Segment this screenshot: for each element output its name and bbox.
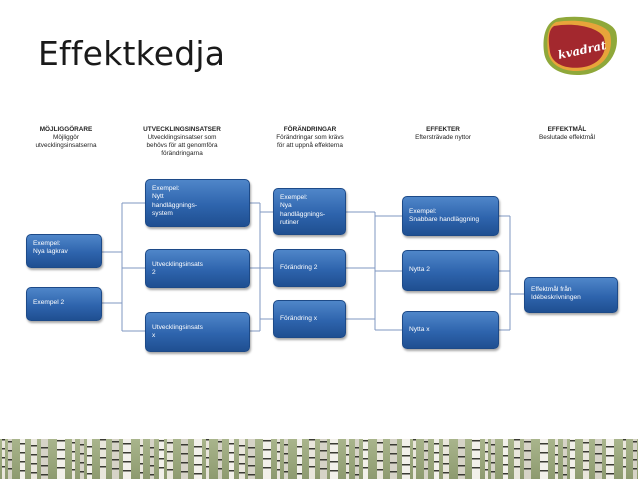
- box-label: Exempel:: [33, 240, 61, 247]
- column-description: Förändringar som krävs: [276, 134, 344, 141]
- enabler-box-new-laws: Exempel: Nya lagkrav: [26, 234, 102, 268]
- development-box-new-system: Exempel: Nytt handläggnings- system: [145, 179, 250, 227]
- box-label: Snabbare handläggning: [409, 216, 480, 224]
- column-heading: UTVECKLINGSINSATSER: [143, 126, 221, 133]
- box-label: Nya lagkrav: [33, 248, 68, 256]
- box-label: Utvecklingsinsats: [152, 324, 203, 331]
- change-box-new-routines: Exempel: Nya handläggnings- rutiner: [273, 188, 346, 235]
- column-heading: FÖRÄNDRINGAR: [283, 126, 337, 133]
- box-label: Nytta x: [409, 326, 430, 333]
- enabler-box-example-2: Exempel 2: [26, 287, 102, 321]
- box-label: Nytt: [152, 193, 164, 201]
- goal-box: Effektmål från Idébeskrivningen: [524, 277, 618, 313]
- column-description: Beslutade effektmål: [538, 134, 595, 141]
- column-header-development: UTVECKLINGSINSATSER Utvecklingsinsatser …: [128, 126, 236, 158]
- box-label: Nytta 2: [409, 266, 430, 273]
- box-label: Exempel 2: [33, 299, 65, 306]
- kvadrat-logo: kvadrat: [540, 12, 620, 78]
- box-label: Förändring 2: [280, 264, 318, 271]
- column-description: förändringarna: [161, 150, 203, 157]
- column-heading: EFFEKTER: [426, 126, 460, 133]
- development-box-x: Utvecklingsinsats x: [145, 312, 250, 352]
- column-heading: MÖJLIGGÖRARE: [39, 126, 93, 133]
- box-label: Förändring x: [280, 315, 318, 322]
- logo-mark: [543, 16, 617, 76]
- box-label: Utvecklingsinsats: [152, 261, 203, 268]
- birch-tree-banner: [0, 439, 638, 479]
- column-header-goals: EFFEKTMÅL Beslutade effektmål: [513, 126, 621, 142]
- column-description: Eftersträvade nyttor: [415, 134, 471, 141]
- box-label: x: [152, 332, 156, 340]
- effect-box-x: Nytta x: [402, 311, 499, 349]
- effect-box-faster-processing: Exempel: Snabbare handläggning: [402, 196, 499, 236]
- box-label: Idébeskrivningen: [531, 294, 581, 302]
- change-box-2: Förändring 2: [273, 249, 346, 287]
- column-description: för att uppnå effekterna: [277, 142, 343, 149]
- box-label: rutiner: [280, 219, 299, 227]
- column-description: Utvecklingsinsatser som: [147, 134, 217, 141]
- box-label: Exempel:: [152, 185, 180, 192]
- box-label: system: [152, 210, 173, 218]
- box-label: handläggnings-: [152, 201, 198, 209]
- box-label: 2: [152, 269, 156, 277]
- change-box-x: Förändring x: [273, 300, 346, 338]
- column-heading: EFFEKTMÅL: [547, 126, 587, 133]
- box-label: handläggnings-: [280, 210, 326, 218]
- column-header-enablers: MÖJLIGGÖRARE Möjliggör utvecklingsinsats…: [12, 126, 120, 150]
- box-label: Exempel:: [409, 208, 437, 215]
- column-description: Möjliggör: [53, 134, 79, 141]
- development-box-2: Utvecklingsinsats 2: [145, 249, 250, 288]
- box-label: Exempel:: [280, 194, 308, 201]
- slide-title: Effektkedja: [38, 34, 226, 73]
- column-header-changes: FÖRÄNDRINGAR Förändringar som krävs för …: [256, 126, 364, 150]
- birch-trunks: [2, 439, 637, 479]
- box-label: Effektmål från: [531, 286, 572, 293]
- effect-box-2: Nytta 2: [402, 250, 499, 291]
- column-header-effects: EFFEKTER Eftersträvade nyttor: [389, 126, 497, 142]
- box-label: Nya: [280, 202, 292, 210]
- column-description: utvecklingsinsatserna: [35, 142, 97, 149]
- column-description: behövs för att genomföra: [146, 142, 218, 149]
